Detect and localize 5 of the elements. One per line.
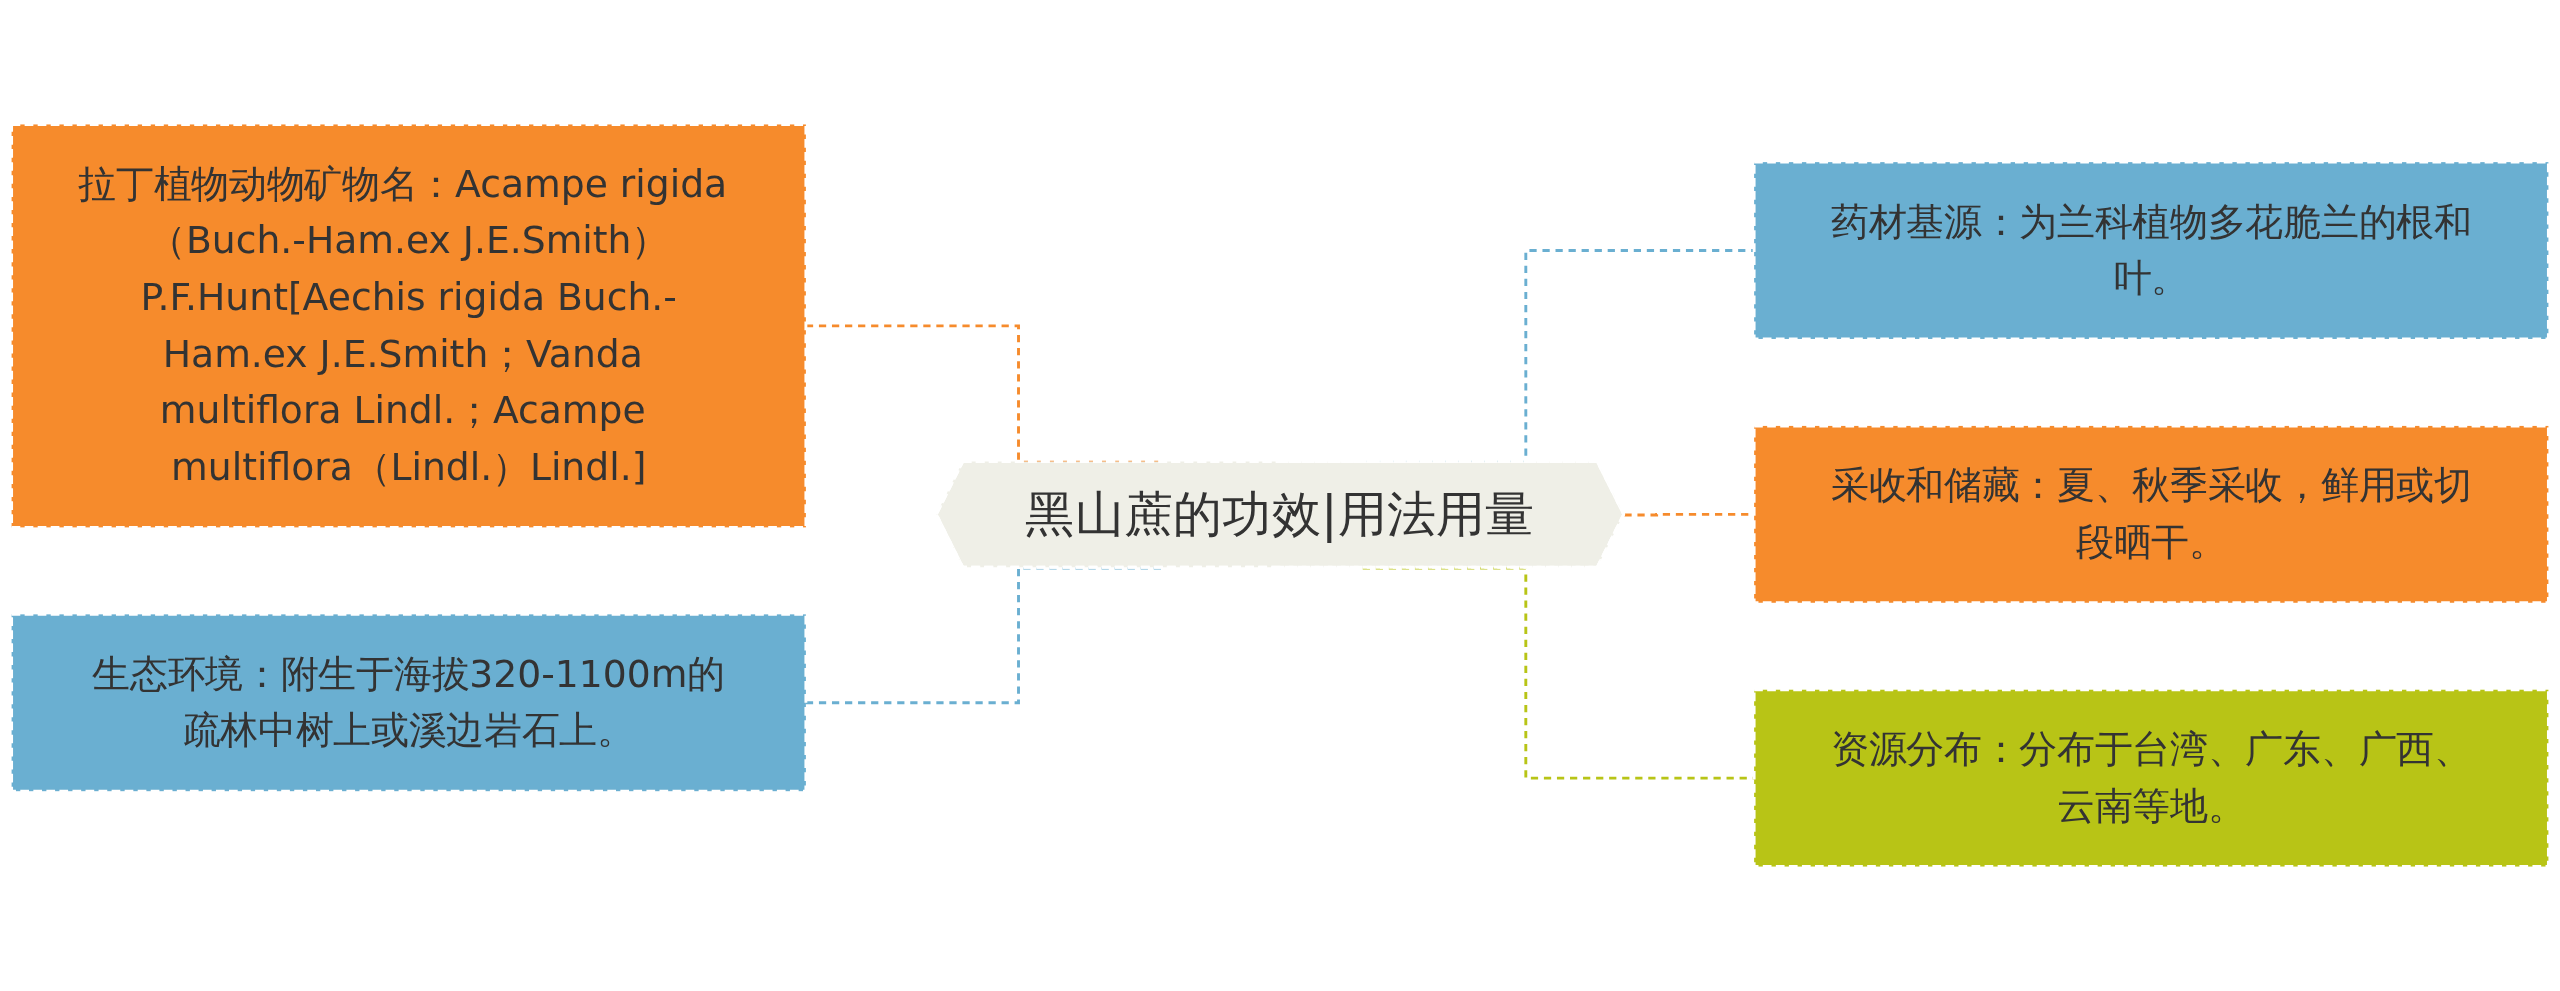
node-box: 生态环境：附生于海拔320-1100m的疏林中树上或溪边岩石上。 — [10, 612, 808, 793]
node-box: 资源分布：分布于台湾、广东、广西、云南等地。 — [1752, 688, 2550, 868]
node-box: 采收和储藏：夏、秋季采收，鲜用或切段晒干。 — [1752, 424, 2550, 605]
node-box: 药材基源：为兰科植物多花脆兰的根和叶。 — [1752, 160, 2550, 341]
node-box: 拉丁植物动物矿物名：Acampe rigida （Buch.-Ham.ex J.E.Smith）P.F.Hunt[Aechis rigida Buch.-Ham.ex J.E.Smith；Vanda multiflora Lindl.；Acampe multiflora（Lindl.）Lindl.] — [10, 123, 808, 529]
